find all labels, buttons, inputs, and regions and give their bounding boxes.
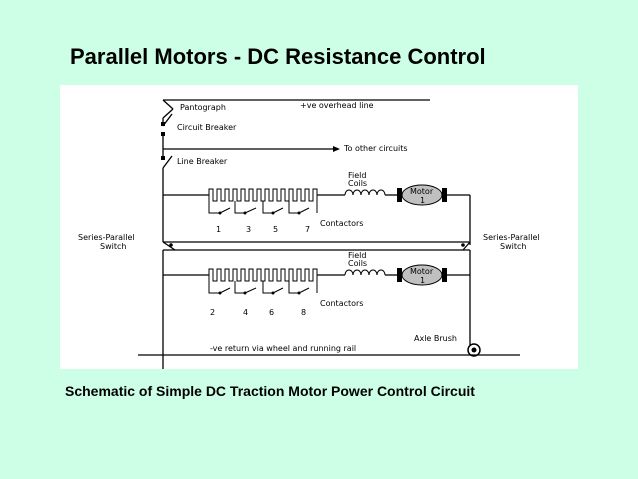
- series-parallel-switch-left-label: Series-Parallel: [78, 233, 135, 242]
- upper-contactors-label: Contactors: [320, 219, 363, 228]
- upper-resistor-bank: [208, 188, 318, 202]
- upper-coils-label: Coils: [348, 179, 367, 188]
- contactor-1-label: 1: [216, 225, 221, 234]
- contactor-8-label: 8: [301, 308, 306, 317]
- slide-title: Parallel Motors - DC Resistance Control: [70, 44, 486, 69]
- to-other-circuits-label: To other circuits: [343, 144, 408, 153]
- contactor-4-label: 4: [243, 308, 248, 317]
- series-parallel-switch-right: [462, 241, 471, 251]
- pantograph-label: Pantograph: [180, 103, 226, 112]
- arrow-icon: [333, 146, 340, 152]
- axle-brush-label: Axle Brush: [414, 334, 457, 343]
- contactor-3-label: 3: [246, 225, 251, 234]
- upper-field-label: Field: [348, 171, 366, 180]
- schematic-panel: +ve overhead line Pantograph Circuit Bre…: [60, 85, 578, 373]
- upper-motor-label: Motor: [410, 187, 434, 196]
- lower-coils-label: Coils: [348, 259, 367, 268]
- line-breaker-label: Line Breaker: [177, 157, 228, 166]
- circuit-breaker-symbol: [162, 113, 173, 127]
- upper-field-coil: [344, 189, 386, 196]
- upper-motor-number: 1: [420, 196, 425, 205]
- series-parallel-switch-right-label: Series-Parallel: [483, 233, 540, 242]
- figure-caption: Schematic of Simple DC Traction Motor Po…: [65, 383, 475, 399]
- series-parallel-switch-left: [162, 241, 176, 251]
- pantograph-symbol: [162, 99, 174, 110]
- lower-field-label: Field: [348, 251, 366, 260]
- contactor-2-label: 2: [210, 308, 215, 317]
- series-parallel-switch-right-sublabel: Switch: [500, 242, 526, 251]
- line-breaker-symbol: [162, 155, 173, 169]
- return-rail-label: -ve return via wheel and running rail: [210, 344, 356, 353]
- traction-circuit-diagram: +ve overhead line Pantograph Circuit Bre…: [78, 99, 540, 373]
- circuit-breaker-contact: [161, 122, 165, 126]
- lower-resistor-bank: [208, 268, 318, 282]
- lower-contactors-label: Contactors: [320, 299, 363, 308]
- contactor-6-label: 6: [269, 308, 274, 317]
- lower-field-coil: [344, 269, 386, 276]
- contactor-7-label: 7: [305, 225, 310, 234]
- contactor-5-label: 5: [273, 225, 278, 234]
- circuit-breaker-label: Circuit Breaker: [177, 123, 237, 132]
- lower-motor-number: 1: [420, 276, 425, 285]
- lower-motor-label: Motor: [410, 267, 434, 276]
- overhead-line-label: +ve overhead line: [300, 101, 374, 110]
- series-parallel-switch-left-sublabel: Switch: [100, 242, 126, 251]
